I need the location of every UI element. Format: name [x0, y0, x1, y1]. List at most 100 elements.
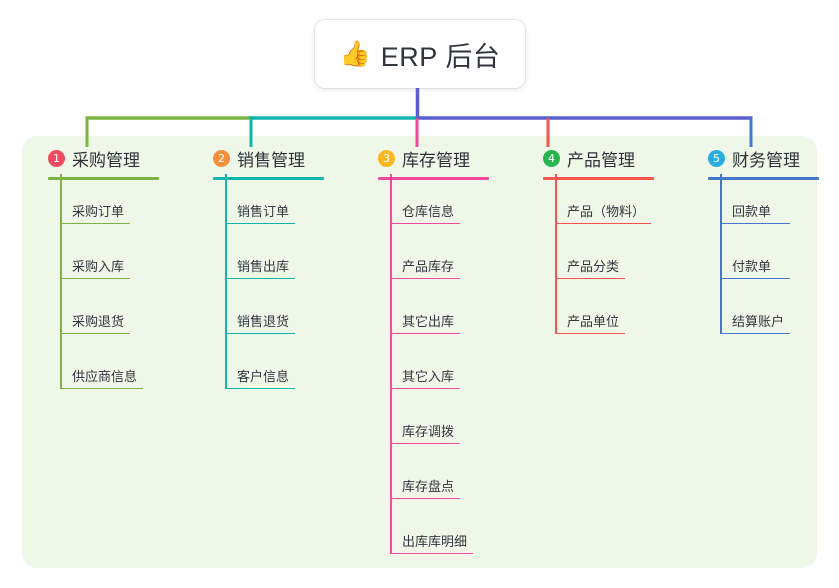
- branch-item-underline: [60, 387, 143, 389]
- branch-item[interactable]: 采购入库: [35, 229, 140, 284]
- branch-title: 库存管理: [402, 150, 470, 170]
- branch-item[interactable]: 供应商信息: [35, 339, 143, 394]
- branch-number-badge: 5: [708, 149, 725, 167]
- branch-spine: [720, 174, 722, 334]
- branch-header-2[interactable]: 2 销售管理: [200, 145, 305, 171]
- branch-item[interactable]: 销售出库: [200, 229, 305, 284]
- branch-column-4: 4 产品管理产品（物料） 产品分类产品单位: [530, 145, 654, 339]
- branch-item[interactable]: 产品单位: [530, 284, 635, 339]
- branch-spine: [60, 174, 62, 389]
- branch-item-underline: [390, 552, 473, 554]
- branch-item[interactable]: 客户信息: [200, 339, 305, 394]
- branch-header-underline: [543, 177, 654, 180]
- branch-header-underline: [708, 177, 819, 180]
- branch-item[interactable]: 产品分类: [530, 229, 635, 284]
- branch-item-underline: [225, 332, 295, 334]
- branch-item-underline: [390, 497, 460, 499]
- branch-item-label: 库存盘点: [402, 479, 455, 494]
- thumbs-up-icon: 👍: [339, 39, 371, 68]
- branch-item-label: 仓库信息: [402, 204, 455, 219]
- branch-item-label: 采购退货: [72, 314, 125, 329]
- branch-header-underline: [378, 177, 489, 180]
- branch-title: 采购管理: [72, 150, 140, 170]
- branch-item[interactable]: 结算账户: [695, 284, 800, 339]
- branch-item-label: 产品单位: [567, 314, 620, 329]
- branch-item-label: 出库库明细: [402, 534, 468, 549]
- branch-spine: [555, 174, 557, 334]
- branch-item[interactable]: 出库库明细: [365, 504, 473, 559]
- branch-title: 产品管理: [567, 150, 635, 170]
- branch-item-label: 付款单: [732, 259, 772, 274]
- branch-column-2: 2 销售管理销售订单销售出库销售退货客户信息: [200, 145, 324, 394]
- branch-item-underline: [60, 222, 130, 224]
- branch-header-3[interactable]: 3 库存管理: [365, 145, 470, 171]
- branch-item-label: 产品库存: [402, 259, 455, 274]
- branch-item-underline: [720, 332, 790, 334]
- branch-item-label: 销售订单: [237, 204, 290, 219]
- branch-item-underline: [225, 222, 295, 224]
- branch-item-underline: [390, 332, 460, 334]
- branch-item[interactable]: 其它入库: [365, 339, 470, 394]
- branch-item-underline: [225, 387, 295, 389]
- branch-item[interactable]: 采购订单: [35, 174, 140, 229]
- branch-item-underline: [390, 277, 460, 279]
- branch-header-1[interactable]: 1 采购管理: [35, 145, 140, 171]
- branch-spine: [390, 174, 392, 554]
- branch-item[interactable]: 仓库信息: [365, 174, 470, 229]
- branch-item-underline: [390, 442, 460, 444]
- branch-item-list: 采购订单采购入库采购退货供应商信息: [35, 174, 143, 394]
- branch-item-label: 产品（物料）: [567, 204, 646, 219]
- branch-item-label: 销售退货: [237, 314, 290, 329]
- branch-item-label: 采购入库: [72, 259, 125, 274]
- branch-title: 销售管理: [237, 150, 305, 170]
- branch-item-underline: [555, 277, 625, 279]
- branch-item[interactable]: 其它出库: [365, 284, 470, 339]
- branch-item[interactable]: 付款单: [695, 229, 800, 284]
- branch-header-5[interactable]: 5 财务管理: [695, 145, 800, 171]
- branch-item-list: 销售订单销售出库销售退货客户信息: [200, 174, 305, 394]
- branch-item-label: 销售出库: [237, 259, 290, 274]
- branch-item-list: 回款单付款单结算账户: [695, 174, 800, 339]
- branch-item-list: 产品（物料） 产品分类产品单位: [530, 174, 651, 339]
- branch-number-badge: 3: [378, 149, 395, 167]
- branch-title: 财务管理: [732, 150, 800, 170]
- branch-item-label: 供应商信息: [72, 369, 138, 384]
- branch-item[interactable]: 产品（物料）: [530, 174, 651, 229]
- branch-item-label: 回款单: [732, 204, 772, 219]
- branch-header-underline: [48, 177, 159, 180]
- branch-item-underline: [225, 277, 295, 279]
- branch-item-label: 结算账户: [732, 314, 785, 329]
- diagram-background-panel: [22, 136, 817, 568]
- branch-item-underline: [60, 332, 130, 334]
- branch-item-underline: [60, 277, 130, 279]
- root-node-erp-backend[interactable]: 👍 ERP 后台: [315, 20, 525, 88]
- branch-item-underline: [720, 222, 790, 224]
- branch-number-badge: 2: [213, 149, 230, 167]
- branch-item-label: 产品分类: [567, 259, 620, 274]
- branch-item[interactable]: 回款单: [695, 174, 800, 229]
- branch-item-label: 其它出库: [402, 314, 455, 329]
- branch-item[interactable]: 产品库存: [365, 229, 470, 284]
- branch-column-5: 5 财务管理回款单付款单结算账户: [695, 145, 819, 339]
- branch-item-underline: [555, 332, 625, 334]
- branch-number-badge: 4: [543, 149, 560, 167]
- branch-item[interactable]: 采购退货: [35, 284, 140, 339]
- branch-number-badge: 1: [48, 149, 65, 167]
- branch-item-underline: [555, 222, 651, 224]
- root-node-title: ERP 后台: [380, 41, 501, 72]
- branch-header-underline: [213, 177, 324, 180]
- branch-item[interactable]: 库存盘点: [365, 449, 470, 504]
- branch-spine: [225, 174, 227, 389]
- branch-item[interactable]: 销售退货: [200, 284, 305, 339]
- branch-column-1: 1 采购管理采购订单采购入库采购退货供应商信息: [35, 145, 159, 394]
- branch-item[interactable]: 销售订单: [200, 174, 305, 229]
- branch-item-label: 其它入库: [402, 369, 455, 384]
- branch-item-list: 仓库信息产品库存其它出库其它入库库存调拨库存盘点出库库明细: [365, 174, 473, 559]
- branch-item[interactable]: 库存调拨: [365, 394, 470, 449]
- branch-column-3: 3 库存管理仓库信息产品库存其它出库其它入库库存调拨库存盘点出库库明细: [365, 145, 489, 559]
- branch-item-label: 客户信息: [237, 369, 290, 384]
- branch-header-4[interactable]: 4 产品管理: [530, 145, 635, 171]
- branch-item-label: 库存调拨: [402, 424, 455, 439]
- branch-item-underline: [390, 387, 460, 389]
